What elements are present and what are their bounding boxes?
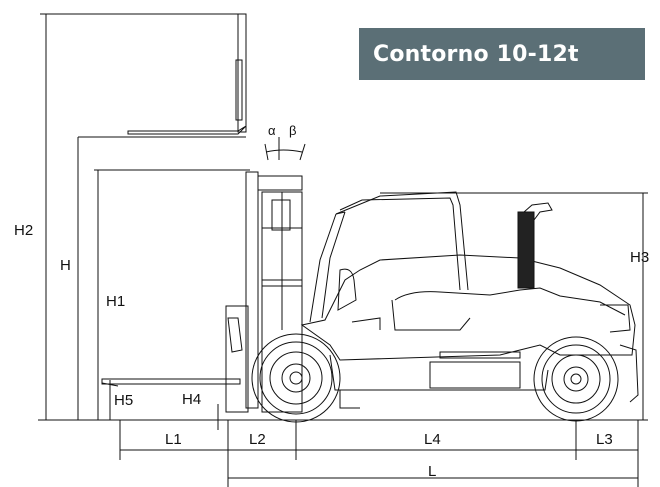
height-dimension-lines [45,14,250,430]
label-l1: L1 [165,431,182,448]
label-h2: H2 [14,222,33,239]
label-h4: H4 [182,391,201,408]
diagram-title: Contorno 10-12t [373,41,579,67]
label-l3: L3 [596,431,613,448]
label-h5: H5 [114,392,133,409]
tilt-angle-marks [264,137,306,161]
length-dimension-lines [119,420,639,487]
raised-carriage [40,13,247,138]
h3-dimension-line [380,192,648,420]
truck-body [300,254,636,409]
mast [225,171,303,413]
counterweight [619,344,639,403]
label-h3: H3 [630,249,649,266]
label-l2: L2 [249,431,266,448]
label-alpha: α [268,123,276,138]
label-l4: L4 [424,431,441,448]
label-beta: β [289,123,296,138]
label-l: L [428,463,436,480]
front-wheel [251,333,341,423]
exhaust-pipe [517,202,553,289]
overhead-guard [309,191,469,330]
label-h: H [60,257,71,274]
label-h1: H1 [106,293,125,310]
title-banner: Contorno 10-12t [359,28,645,80]
fork [101,378,241,387]
